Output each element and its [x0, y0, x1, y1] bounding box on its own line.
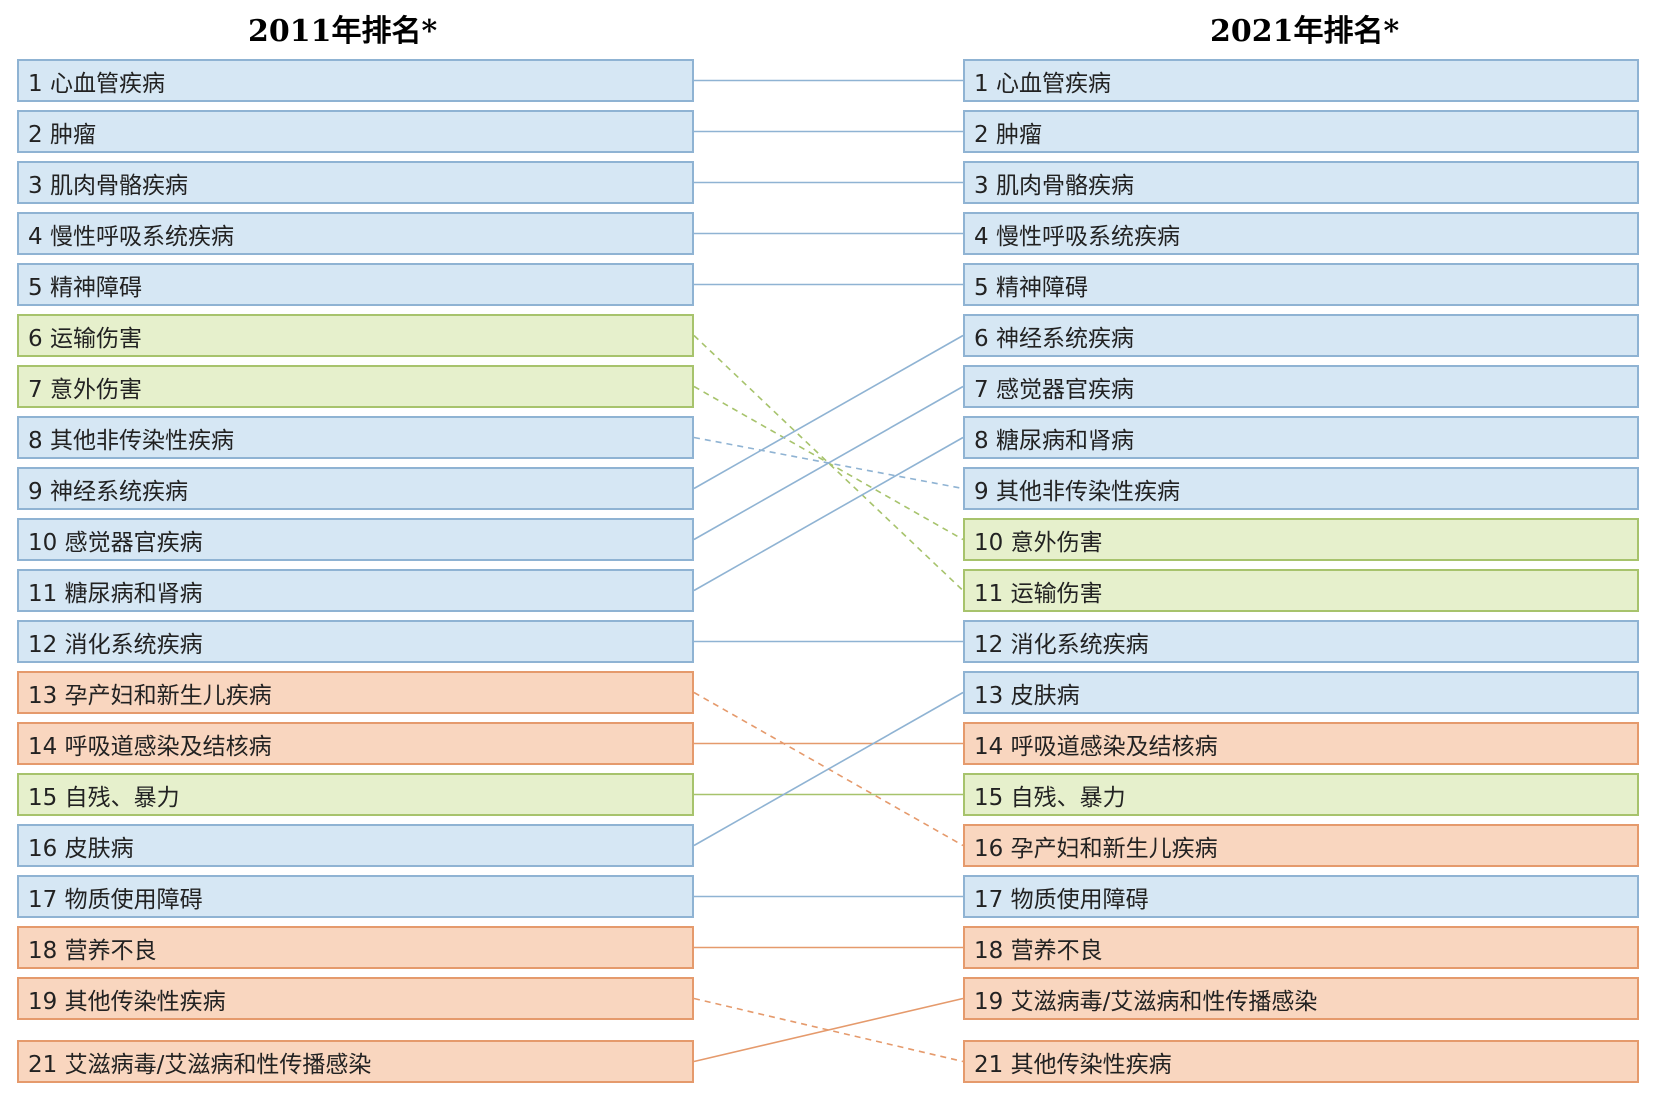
rank-item-label: 3 肌肉骨骼疾病 [974, 172, 1134, 199]
rank-item-label: 17 物质使用障碍 [28, 886, 203, 913]
rank-2011-item-2: 2 肿瘤 [17, 110, 694, 153]
rank-2011-item-19: 19 其他传染性疾病 [17, 977, 694, 1020]
rank-item-label: 19 其他传染性疾病 [28, 988, 226, 1015]
rank-2021-item-16: 16 孕产妇和新生儿疾病 [963, 824, 1639, 867]
rank-2021-item-10: 10 意外伤害 [963, 518, 1639, 561]
rank-2011-item-3: 3 肌肉骨骼疾病 [17, 161, 694, 204]
rank-item-label: 3 肌肉骨骼疾病 [28, 172, 188, 199]
rank-item-label: 12 消化系统疾病 [28, 631, 203, 658]
rank-item-label: 7 感觉器官疾病 [974, 376, 1134, 403]
rank-item-label: 18 营养不良 [974, 937, 1103, 964]
rank-2021-item-17: 17 物质使用障碍 [963, 875, 1639, 918]
rank-2021-item-18: 18 营养不良 [963, 926, 1639, 969]
rank-item-label: 17 物质使用障碍 [974, 886, 1149, 913]
rank-2011-item-15: 15 自残、暴力 [17, 773, 694, 816]
rank-item-label: 4 慢性呼吸系统疾病 [974, 223, 1180, 250]
rank-2021-item-19: 19 艾滋病毒/艾滋病和性传播感染 [963, 977, 1639, 1020]
rank-item-label: 15 自残、暴力 [974, 784, 1126, 811]
rank-item-label: 8 其他非传染性疾病 [28, 427, 234, 454]
rank-2011-item-9: 9 神经系统疾病 [17, 467, 694, 510]
rank-2011-item-13: 13 孕产妇和新生儿疾病 [17, 671, 694, 714]
rank-item-label: 10 感觉器官疾病 [28, 529, 203, 556]
rank-2021-item-3: 3 肌肉骨骼疾病 [963, 161, 1639, 204]
rank-2011-item-16: 16 皮肤病 [17, 824, 694, 867]
rank-2021-item-1: 1 心血管疾病 [963, 59, 1639, 102]
rank-item-label: 1 心血管疾病 [974, 70, 1111, 97]
rank-2011-item-7: 7 意外伤害 [17, 365, 694, 408]
rank-2021-item-4: 4 慢性呼吸系统疾病 [963, 212, 1639, 255]
rank-2021-item-12: 12 消化系统疾病 [963, 620, 1639, 663]
rank-item-label: 1 心血管疾病 [28, 70, 165, 97]
rank-item-label: 21 其他传染性疾病 [974, 1051, 1172, 1078]
rank-item-label: 18 营养不良 [28, 937, 157, 964]
rank-item-label: 13 皮肤病 [974, 682, 1080, 709]
rank-item-label: 5 精神障碍 [974, 274, 1088, 301]
rank-2021-item-7: 7 感觉器官疾病 [963, 365, 1639, 408]
rank-2011-item-21: 21 艾滋病毒/艾滋病和性传播感染 [17, 1040, 694, 1083]
rank-item-label: 4 慢性呼吸系统疾病 [28, 223, 234, 250]
rank-item-label: 11 糖尿病和肾病 [28, 580, 203, 607]
connector-11-to-8 [693, 436, 964, 592]
rank-2021-item-15: 15 自残、暴力 [963, 773, 1639, 816]
rank-2011-item-18: 18 营养不良 [17, 926, 694, 969]
rank-item-label: 12 消化系统疾病 [974, 631, 1149, 658]
rank-2021-item-5: 5 精神障碍 [963, 263, 1639, 306]
rank-item-label: 16 皮肤病 [28, 835, 134, 862]
rank-item-label: 10 意外伤害 [974, 529, 1103, 556]
rank-2021-item-8: 8 糖尿病和肾病 [963, 416, 1639, 459]
rank-2011-item-17: 17 物质使用障碍 [17, 875, 694, 918]
rank-item-label: 14 呼吸道感染及结核病 [28, 733, 272, 760]
rank-item-label: 9 其他非传染性疾病 [974, 478, 1180, 505]
rank-item-label: 6 运输伤害 [28, 325, 142, 352]
connector-19-to-21 [693, 997, 964, 1063]
rank-item-label: 2 肿瘤 [28, 121, 96, 148]
rank-2011-item-8: 8 其他非传染性疾病 [17, 416, 694, 459]
rank-2011-item-11: 11 糖尿病和肾病 [17, 569, 694, 612]
rank-item-label: 5 精神障碍 [28, 274, 142, 301]
connector-21-to-19 [693, 997, 964, 1063]
connector-10-to-7 [693, 385, 964, 541]
rank-item-label: 16 孕产妇和新生儿疾病 [974, 835, 1218, 862]
rank-2011-item-5: 5 精神障碍 [17, 263, 694, 306]
rank-2011-item-6: 6 运输伤害 [17, 314, 694, 357]
rank-item-label: 8 糖尿病和肾病 [974, 427, 1134, 454]
header-2011-ranking: 2011年排名* [248, 14, 438, 49]
header-2021-ranking: 2021年排名* [1210, 14, 1400, 49]
rank-item-label: 7 意外伤害 [28, 376, 142, 403]
connector-6-to-11 [693, 334, 964, 592]
connector-16-to-13 [693, 691, 964, 847]
rank-2021-item-2: 2 肿瘤 [963, 110, 1639, 153]
rank-2021-item-21: 21 其他传染性疾病 [963, 1040, 1639, 1083]
rank-item-label: 21 艾滋病毒/艾滋病和性传播感染 [28, 1051, 372, 1078]
rank-2011-item-14: 14 呼吸道感染及结核病 [17, 722, 694, 765]
rank-item-label: 6 神经系统疾病 [974, 325, 1134, 352]
rank-2011-item-10: 10 感觉器官疾病 [17, 518, 694, 561]
rank-2021-item-11: 11 运输伤害 [963, 569, 1639, 612]
rank-item-label: 19 艾滋病毒/艾滋病和性传播感染 [974, 988, 1318, 1015]
rank-2011-item-1: 1 心血管疾病 [17, 59, 694, 102]
rank-2021-item-14: 14 呼吸道感染及结核病 [963, 722, 1639, 765]
rank-item-label: 11 运输伤害 [974, 580, 1103, 607]
connector-9-to-6 [693, 334, 964, 490]
rank-2011-item-12: 12 消化系统疾病 [17, 620, 694, 663]
rank-2021-item-9: 9 其他非传染性疾病 [963, 467, 1639, 510]
rank-item-label: 15 自残、暴力 [28, 784, 180, 811]
rank-item-label: 2 肿瘤 [974, 121, 1042, 148]
rank-item-label: 13 孕产妇和新生儿疾病 [28, 682, 272, 709]
rank-2021-item-13: 13 皮肤病 [963, 671, 1639, 714]
rank-2011-item-4: 4 慢性呼吸系统疾病 [17, 212, 694, 255]
rank-item-label: 9 神经系统疾病 [28, 478, 188, 505]
rank-2021-item-6: 6 神经系统疾病 [963, 314, 1639, 357]
rank-item-label: 14 呼吸道感染及结核病 [974, 733, 1218, 760]
